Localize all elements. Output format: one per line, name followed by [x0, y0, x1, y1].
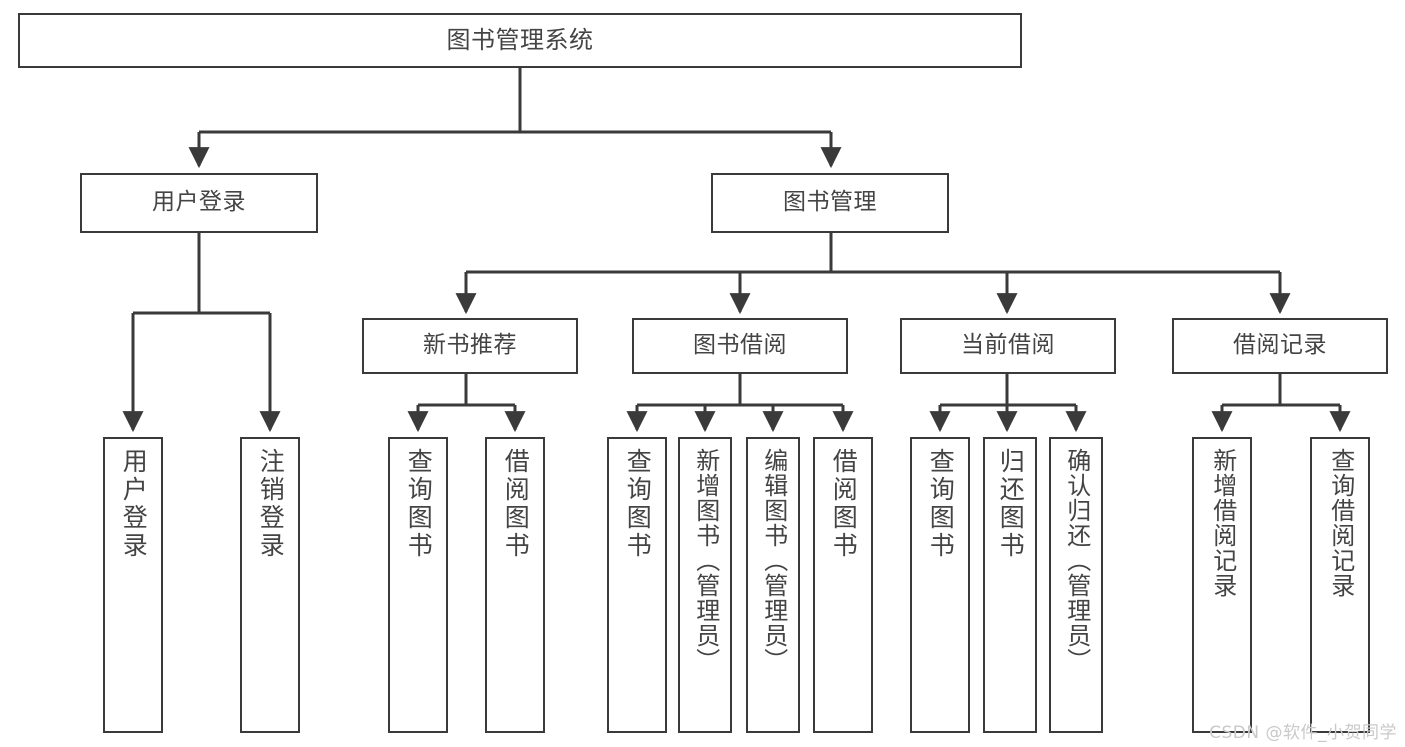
- node-borrow-record[interactable]: 借阅记录: [1172, 318, 1388, 374]
- leaf-add-book-admin[interactable]: 新增图书（管理员）: [678, 437, 732, 733]
- leaf-query-borrow-record[interactable]: 查询借阅记录: [1310, 437, 1370, 733]
- node-label: 注销登录: [256, 448, 286, 560]
- leaf-borrow-book-borrow[interactable]: 借阅图书: [813, 437, 873, 733]
- node-label: 确认归还（管理员）: [1062, 448, 1091, 673]
- leaf-query-book-current[interactable]: 查询图书: [910, 437, 970, 733]
- node-label: 查询图书: [623, 448, 653, 560]
- node-label: 新增借阅记录: [1208, 448, 1237, 598]
- node-label: 用户登录: [152, 189, 246, 216]
- node-label: 查询借阅记录: [1326, 448, 1355, 598]
- node-label: 当前借阅: [961, 332, 1055, 359]
- node-label: 借阅记录: [1233, 332, 1327, 359]
- node-label: 图书管理: [783, 189, 877, 216]
- leaf-confirm-return-admin[interactable]: 确认归还（管理员）: [1049, 437, 1103, 733]
- node-label: 新增图书（管理员）: [691, 448, 720, 673]
- node-label: 归还图书: [996, 448, 1026, 560]
- node-label: 查询图书: [404, 448, 434, 560]
- node-label: 图书管理系统: [446, 26, 594, 55]
- leaf-query-book-borrow[interactable]: 查询图书: [607, 437, 667, 733]
- leaf-edit-book-admin[interactable]: 编辑图书（管理员）: [746, 437, 800, 733]
- leaf-logout-login[interactable]: 注销登录: [240, 437, 300, 733]
- node-label: 借阅图书: [501, 448, 531, 560]
- node-new-book-recommend[interactable]: 新书推荐: [362, 318, 578, 374]
- node-book-borrow[interactable]: 图书借阅: [632, 318, 848, 374]
- node-label: 用户登录: [119, 448, 149, 560]
- node-label: 查询图书: [926, 448, 956, 560]
- leaf-user-login[interactable]: 用户登录: [103, 437, 163, 733]
- node-current-borrow[interactable]: 当前借阅: [900, 318, 1116, 374]
- node-user-login[interactable]: 用户登录: [80, 173, 318, 233]
- leaf-borrow-book-recommend[interactable]: 借阅图书: [485, 437, 545, 733]
- leaf-add-borrow-record[interactable]: 新增借阅记录: [1192, 437, 1252, 733]
- node-book-management[interactable]: 图书管理: [711, 173, 949, 233]
- node-label: 新书推荐: [423, 332, 517, 359]
- leaf-return-book[interactable]: 归还图书: [983, 437, 1037, 733]
- leaf-query-book-recommend[interactable]: 查询图书: [388, 437, 448, 733]
- node-label: 图书借阅: [693, 332, 787, 359]
- node-label: 借阅图书: [829, 448, 859, 560]
- csdn-watermark: CSDN @软件_小贺同学: [1209, 723, 1397, 743]
- node-root-book-management-system[interactable]: 图书管理系统: [18, 13, 1022, 68]
- node-label: 编辑图书（管理员）: [759, 448, 788, 673]
